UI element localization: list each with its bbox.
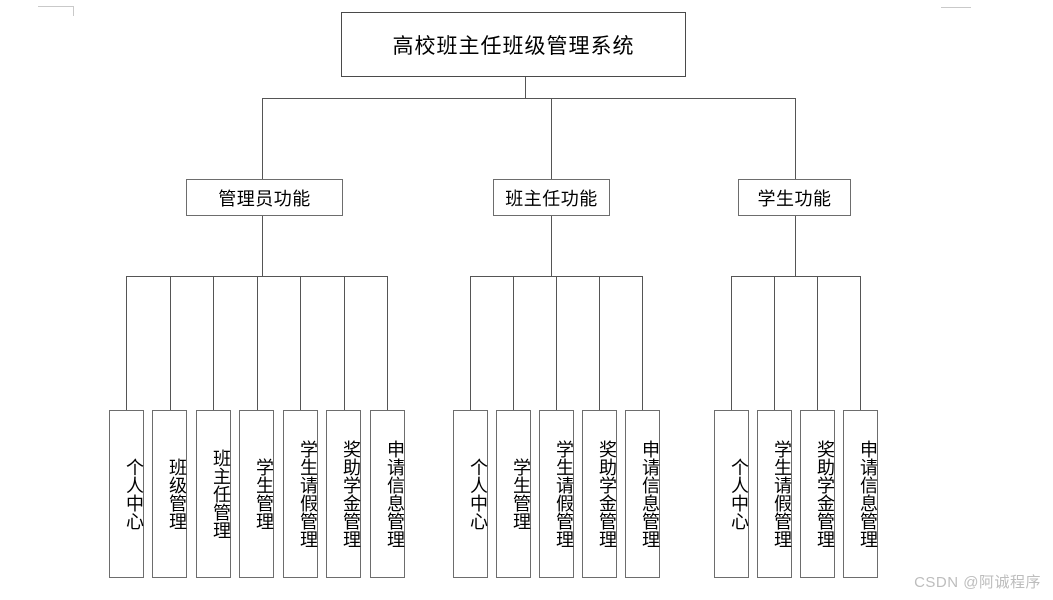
connector-group-2-leaf-drop-4: [599, 276, 600, 411]
connector-group-3-leaf-drop-3: [817, 276, 818, 411]
connector-group-2-leaf-drop-5: [642, 276, 643, 411]
connector-root-stem: [525, 76, 526, 99]
connector-group-2-leaf-drop-2: [513, 276, 514, 411]
node-leaf-teacher-1-label: 个人中心: [468, 458, 488, 530]
node-leaf-student-2-label: 学生请假管理: [772, 440, 792, 548]
node-leaf-teacher-1[interactable]: 个人中心: [453, 410, 488, 578]
connector-group-1-leaf-drop-3: [213, 276, 214, 411]
connector-group-1-leaf-drop-5: [300, 276, 301, 411]
connector-group-3-leaf-drop-2: [774, 276, 775, 411]
node-leaf-teacher-5-label: 申请信息管理: [640, 440, 660, 548]
node-leaf-admin-4[interactable]: 学生管理: [239, 410, 274, 578]
node-leaf-teacher-5[interactable]: 申请信息管理: [625, 410, 660, 578]
node-leaf-admin-2[interactable]: 班级管理: [152, 410, 187, 578]
connector-group-1-leaf-drop-2: [170, 276, 171, 411]
node-leaf-student-1[interactable]: 个人中心: [714, 410, 749, 578]
node-group-student-label: 学生功能: [757, 188, 832, 209]
node-leaf-student-2[interactable]: 学生请假管理: [757, 410, 792, 578]
node-leaf-student-1-label: 个人中心: [729, 458, 749, 530]
node-leaf-admin-1[interactable]: 个人中心: [109, 410, 144, 578]
node-group-admin-label: 管理员功能: [218, 188, 311, 209]
node-leaf-teacher-2[interactable]: 学生管理: [496, 410, 531, 578]
connector-bus-to-group-3: [795, 98, 796, 180]
connector-group-1-stem: [262, 215, 263, 277]
node-leaf-student-3-label: 奖助学金管理: [815, 440, 835, 548]
node-leaf-admin-6-label: 奖助学金管理: [341, 440, 361, 548]
node-group-student[interactable]: 学生功能: [738, 179, 851, 216]
node-leaf-student-4-label: 申请信息管理: [858, 440, 878, 548]
connector-group-3-leaf-bus: [731, 276, 861, 277]
node-leaf-admin-5[interactable]: 学生请假管理: [283, 410, 318, 578]
connector-main-bus: [262, 98, 796, 99]
connector-group-1-leaf-drop-1: [126, 276, 127, 411]
connector-group-3-stem: [795, 215, 796, 277]
node-group-admin[interactable]: 管理员功能: [186, 179, 343, 216]
watermark: CSDN @阿诚程序: [914, 574, 1041, 591]
node-group-teacher-label: 班主任功能: [505, 188, 598, 209]
node-leaf-admin-7[interactable]: 申请信息管理: [370, 410, 405, 578]
connector-group-2-leaf-drop-3: [556, 276, 557, 411]
node-leaf-admin-4-label: 学生管理: [254, 458, 274, 530]
connector-group-1-leaf-drop-7: [387, 276, 388, 411]
node-leaf-student-3[interactable]: 奖助学金管理: [800, 410, 835, 578]
connector-bus-to-group-2: [551, 98, 552, 180]
connector-group-1-leaf-drop-4: [257, 276, 258, 411]
node-leaf-teacher-3[interactable]: 学生请假管理: [539, 410, 574, 578]
connector-group-2-leaf-drop-1: [470, 276, 471, 411]
node-leaf-admin-1-label: 个人中心: [124, 458, 144, 530]
node-leaf-admin-3[interactable]: 班主任管理: [196, 410, 231, 578]
node-root-label: 高校班主任班级管理系统: [392, 34, 635, 58]
node-leaf-admin-5-label: 学生请假管理: [298, 440, 318, 548]
connector-group-1-leaf-bus: [126, 276, 387, 277]
page-edge-mark-left-vertical: [73, 6, 74, 16]
node-leaf-admin-7-label: 申请信息管理: [385, 440, 405, 548]
node-leaf-teacher-4[interactable]: 奖助学金管理: [582, 410, 617, 578]
node-leaf-teacher-3-label: 学生请假管理: [554, 440, 574, 548]
node-leaf-admin-3-label: 班主任管理: [211, 449, 231, 539]
node-leaf-teacher-2-label: 学生管理: [511, 458, 531, 530]
node-leaf-admin-2-label: 班级管理: [167, 458, 187, 530]
connector-group-3-leaf-drop-4: [860, 276, 861, 411]
page-edge-mark-right: [941, 7, 971, 8]
connector-group-3-leaf-drop-1: [731, 276, 732, 411]
connector-bus-to-group-1: [262, 98, 263, 180]
node-leaf-teacher-4-label: 奖助学金管理: [597, 440, 617, 548]
connector-group-1-leaf-drop-6: [344, 276, 345, 411]
node-group-teacher[interactable]: 班主任功能: [493, 179, 610, 216]
node-root[interactable]: 高校班主任班级管理系统: [341, 12, 686, 77]
page-edge-mark-left: [38, 6, 74, 7]
connector-group-2-stem: [551, 215, 552, 277]
node-leaf-student-4[interactable]: 申请信息管理: [843, 410, 878, 578]
node-leaf-admin-6[interactable]: 奖助学金管理: [326, 410, 361, 578]
